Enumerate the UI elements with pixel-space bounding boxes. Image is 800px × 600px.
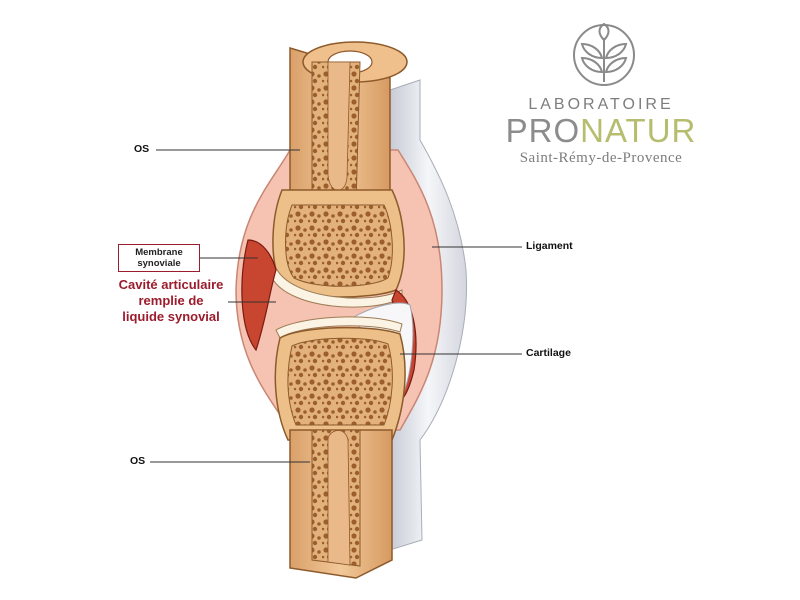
upper-spongy-head [285,204,393,287]
cavity-line2: remplie de [138,293,204,308]
membrane-line2: synoviale [137,258,181,269]
brand-natur: NATUR [580,112,697,149]
cavity-line1: Cavité articulaire [118,277,224,292]
upper-inner-canal [327,61,351,191]
synovial-cavity-left [241,239,277,352]
label-cartilage: Cartilage [526,347,571,359]
lower-inner-canal [327,430,351,566]
leaf-logo-icon [573,22,635,86]
label-cavite-articulaire: Cavité articulaire remplie de liquide sy… [108,277,234,325]
label-os-bottom: OS [130,455,146,467]
brand-pro: PRO [505,112,581,149]
brand-pronatur: PRONATUR [496,114,706,148]
lower-cartilage [275,316,403,339]
cavity-line3: liquide synovial [122,309,220,324]
label-os-top: OS [134,143,150,155]
label-membrane-synoviale: Membrane synoviale [118,244,200,272]
membrane-line1: Membrane [135,247,183,258]
lower-spongy-head [287,337,393,426]
brand-laboratoire: LABORATOIRE [528,96,674,113]
brand-location: Saint-Rémy-de-Provence [519,150,683,166]
label-ligament: Ligament [526,240,573,252]
brand-block: LABORATOIRE PRONATUR Saint-Rémy-de-Prove… [496,92,706,167]
